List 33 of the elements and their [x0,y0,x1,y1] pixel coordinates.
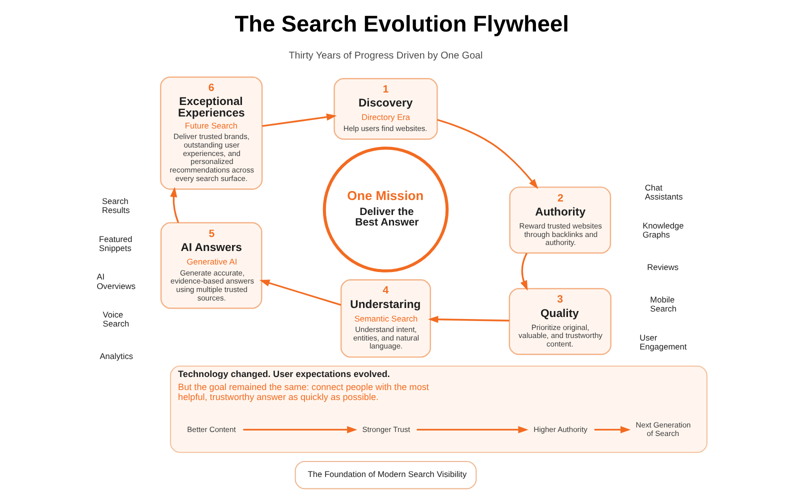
label: AI Overviews [96,272,136,291]
label: Chat Assistants [644,182,682,202]
node-box: 6 Exceptional Experiences Future Search Deliver trusted brands, outstanding user experiences, and personalized recommendations across every search surface. [160,76,262,190]
arrow [170,186,179,223]
arrow [416,426,528,434]
node-box: 1 Discovery Directory Era Help users find websites. [333,78,438,140]
label: Analytics [99,351,133,362]
arrow [242,426,357,434]
label: Thirty Years of Progress Driven by One Goal [288,50,482,62]
arrow [428,316,509,323]
arrow [436,118,538,190]
node-text: Next Generation of Search [635,420,690,438]
node-box: 4 Understaring Semantic Search Understand intent, entities, and natural language. [340,279,430,358]
label: Reviews [646,262,678,272]
diagram-title: The Search Evolution Flywheel [234,10,568,37]
node-box: The Foundation of Modern Search Visibility [294,460,476,490]
arrow [594,426,630,434]
arrow [262,114,336,127]
arrow [258,280,341,306]
node-circle: One Mission Deliver the Best Answer [322,146,448,272]
label: Voice Search [102,310,129,329]
node-box: 5 AI Answers Generative AI Generate accurate, evidence-based answers using multiple trusted sources. [160,222,262,309]
arrow [520,252,528,291]
node-text: Better Content [186,424,236,434]
label: Featured Snippets [98,234,132,253]
label: Search Results [102,196,130,216]
node-box: 3 Quality Prioritize original, valuable, and trustworthy content. [508,288,611,356]
node-text: Higher Authority [533,424,587,434]
node-text: Stronger Trust [362,424,410,434]
label: Mobile Search [650,294,676,314]
label: Knowledge Graphs [642,220,684,240]
node-box: 2 Authority Reward trusted websites through backlinks and authority. [508,186,611,254]
label: User Engagement [639,332,686,352]
